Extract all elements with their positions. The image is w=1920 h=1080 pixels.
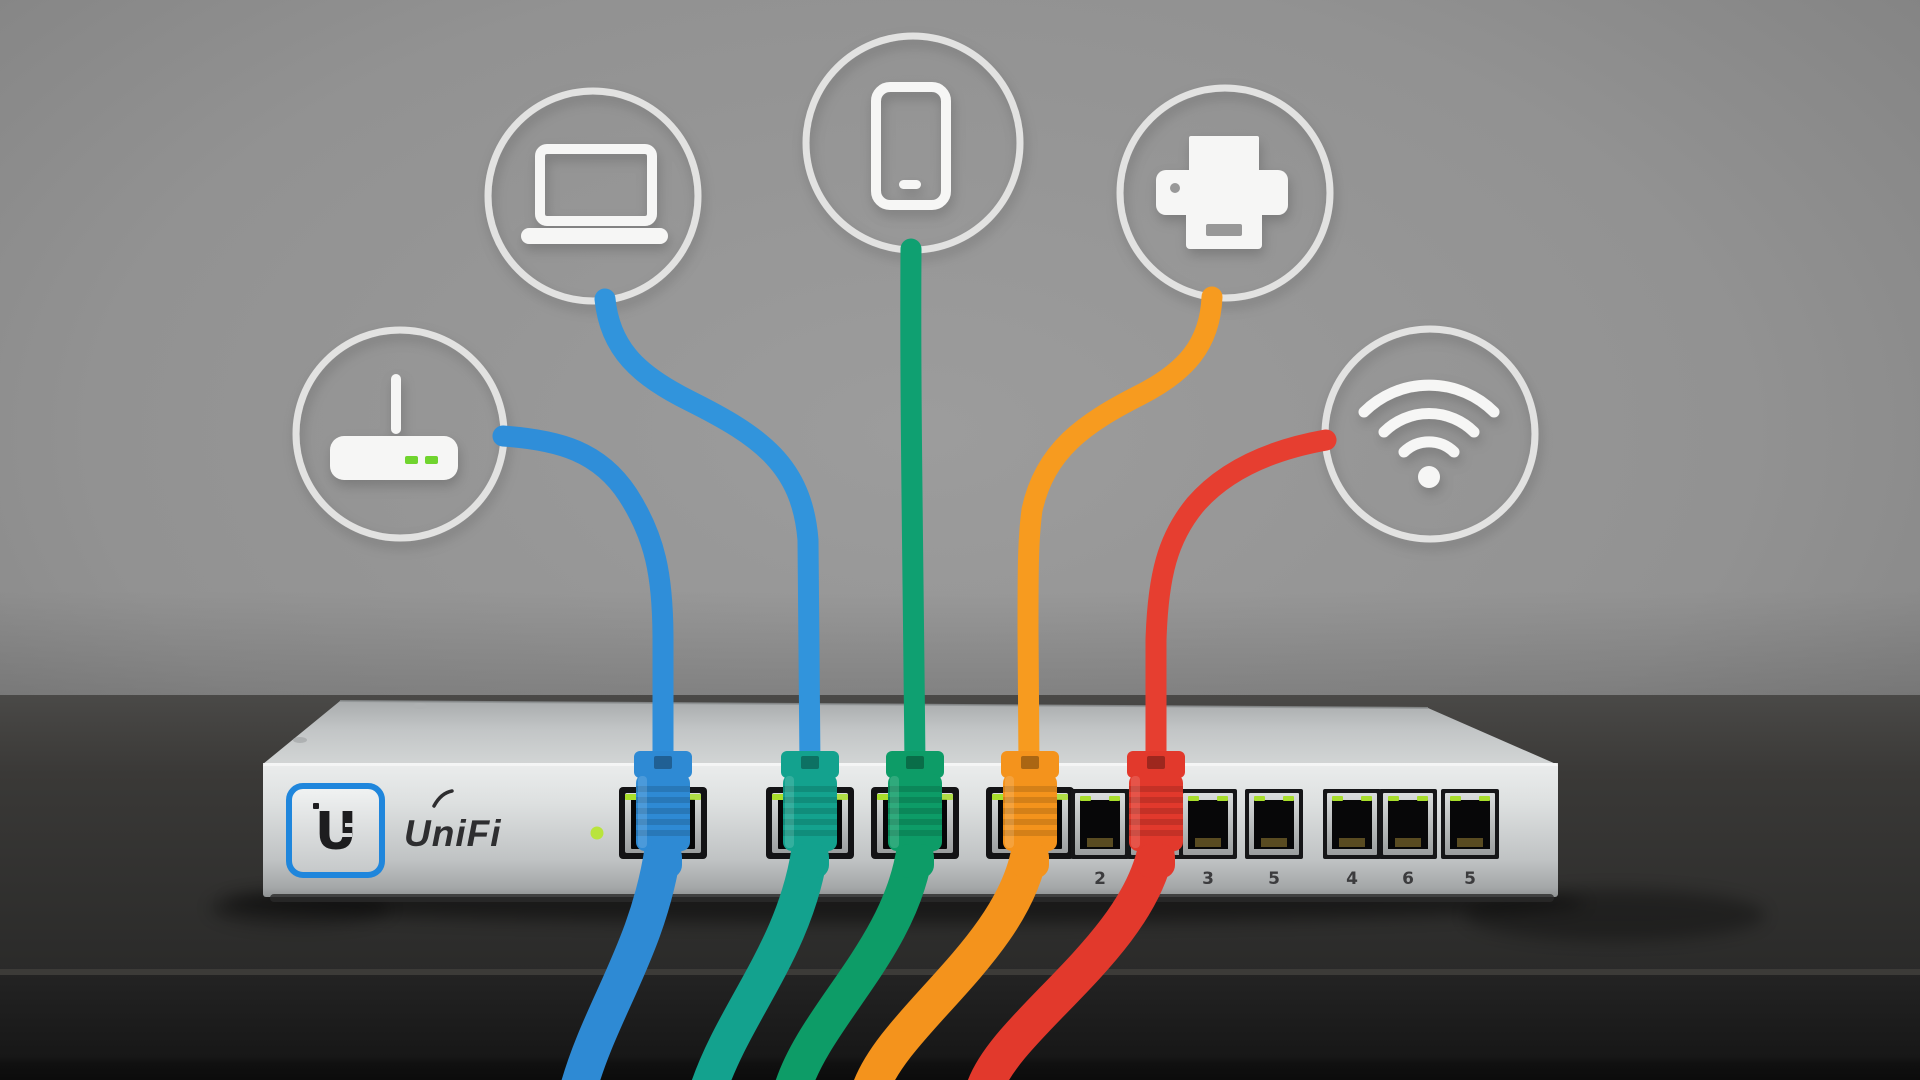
cable-router xyxy=(492,425,674,777)
port-label: 4 xyxy=(1346,869,1358,889)
cable-drape-router xyxy=(561,831,682,1080)
wall-shadow-fade xyxy=(0,590,1920,696)
brand-accent xyxy=(432,789,454,808)
printer-circle xyxy=(1116,84,1334,302)
port-label: 3 xyxy=(1202,869,1214,889)
cable-printer xyxy=(1017,286,1223,777)
laptop-circle xyxy=(484,87,702,305)
device-icons xyxy=(330,82,1500,488)
brand-text: UniFi xyxy=(404,813,501,854)
wireless-router-icon xyxy=(330,374,458,480)
wifi-icon xyxy=(1358,379,1500,488)
port-10 xyxy=(1379,789,1437,859)
port-11 xyxy=(1441,789,1499,859)
ubiquiti-logo-badge: U xyxy=(286,783,385,878)
cable-drape-printer xyxy=(854,831,1049,1080)
cable-laptop xyxy=(594,288,821,777)
cable-drape-wifi xyxy=(968,831,1175,1080)
port-5 xyxy=(1071,789,1129,859)
port-label: 5 xyxy=(1268,869,1280,889)
router-led-dashes xyxy=(405,456,438,464)
cable-smartphone xyxy=(900,238,926,777)
port-9 xyxy=(1323,789,1381,859)
port-8 xyxy=(1245,789,1303,859)
status-led xyxy=(590,826,604,840)
laptop-icon xyxy=(521,144,668,244)
logo-border xyxy=(286,783,385,878)
printer-icon xyxy=(1156,136,1288,249)
logo-letter: U xyxy=(315,802,357,862)
smartphone-icon xyxy=(871,82,951,210)
port-label: 6 xyxy=(1402,869,1414,889)
port-number-labels: 2 3 5 4 6 5 xyxy=(1094,869,1476,889)
cable-drape-smartphone xyxy=(775,831,934,1080)
cable-drape-laptop xyxy=(691,831,829,1080)
port-label: 2 xyxy=(1094,869,1106,889)
port-7 xyxy=(1179,789,1237,859)
port-label: 5 xyxy=(1464,869,1476,889)
cable-wifi xyxy=(1145,429,1337,777)
